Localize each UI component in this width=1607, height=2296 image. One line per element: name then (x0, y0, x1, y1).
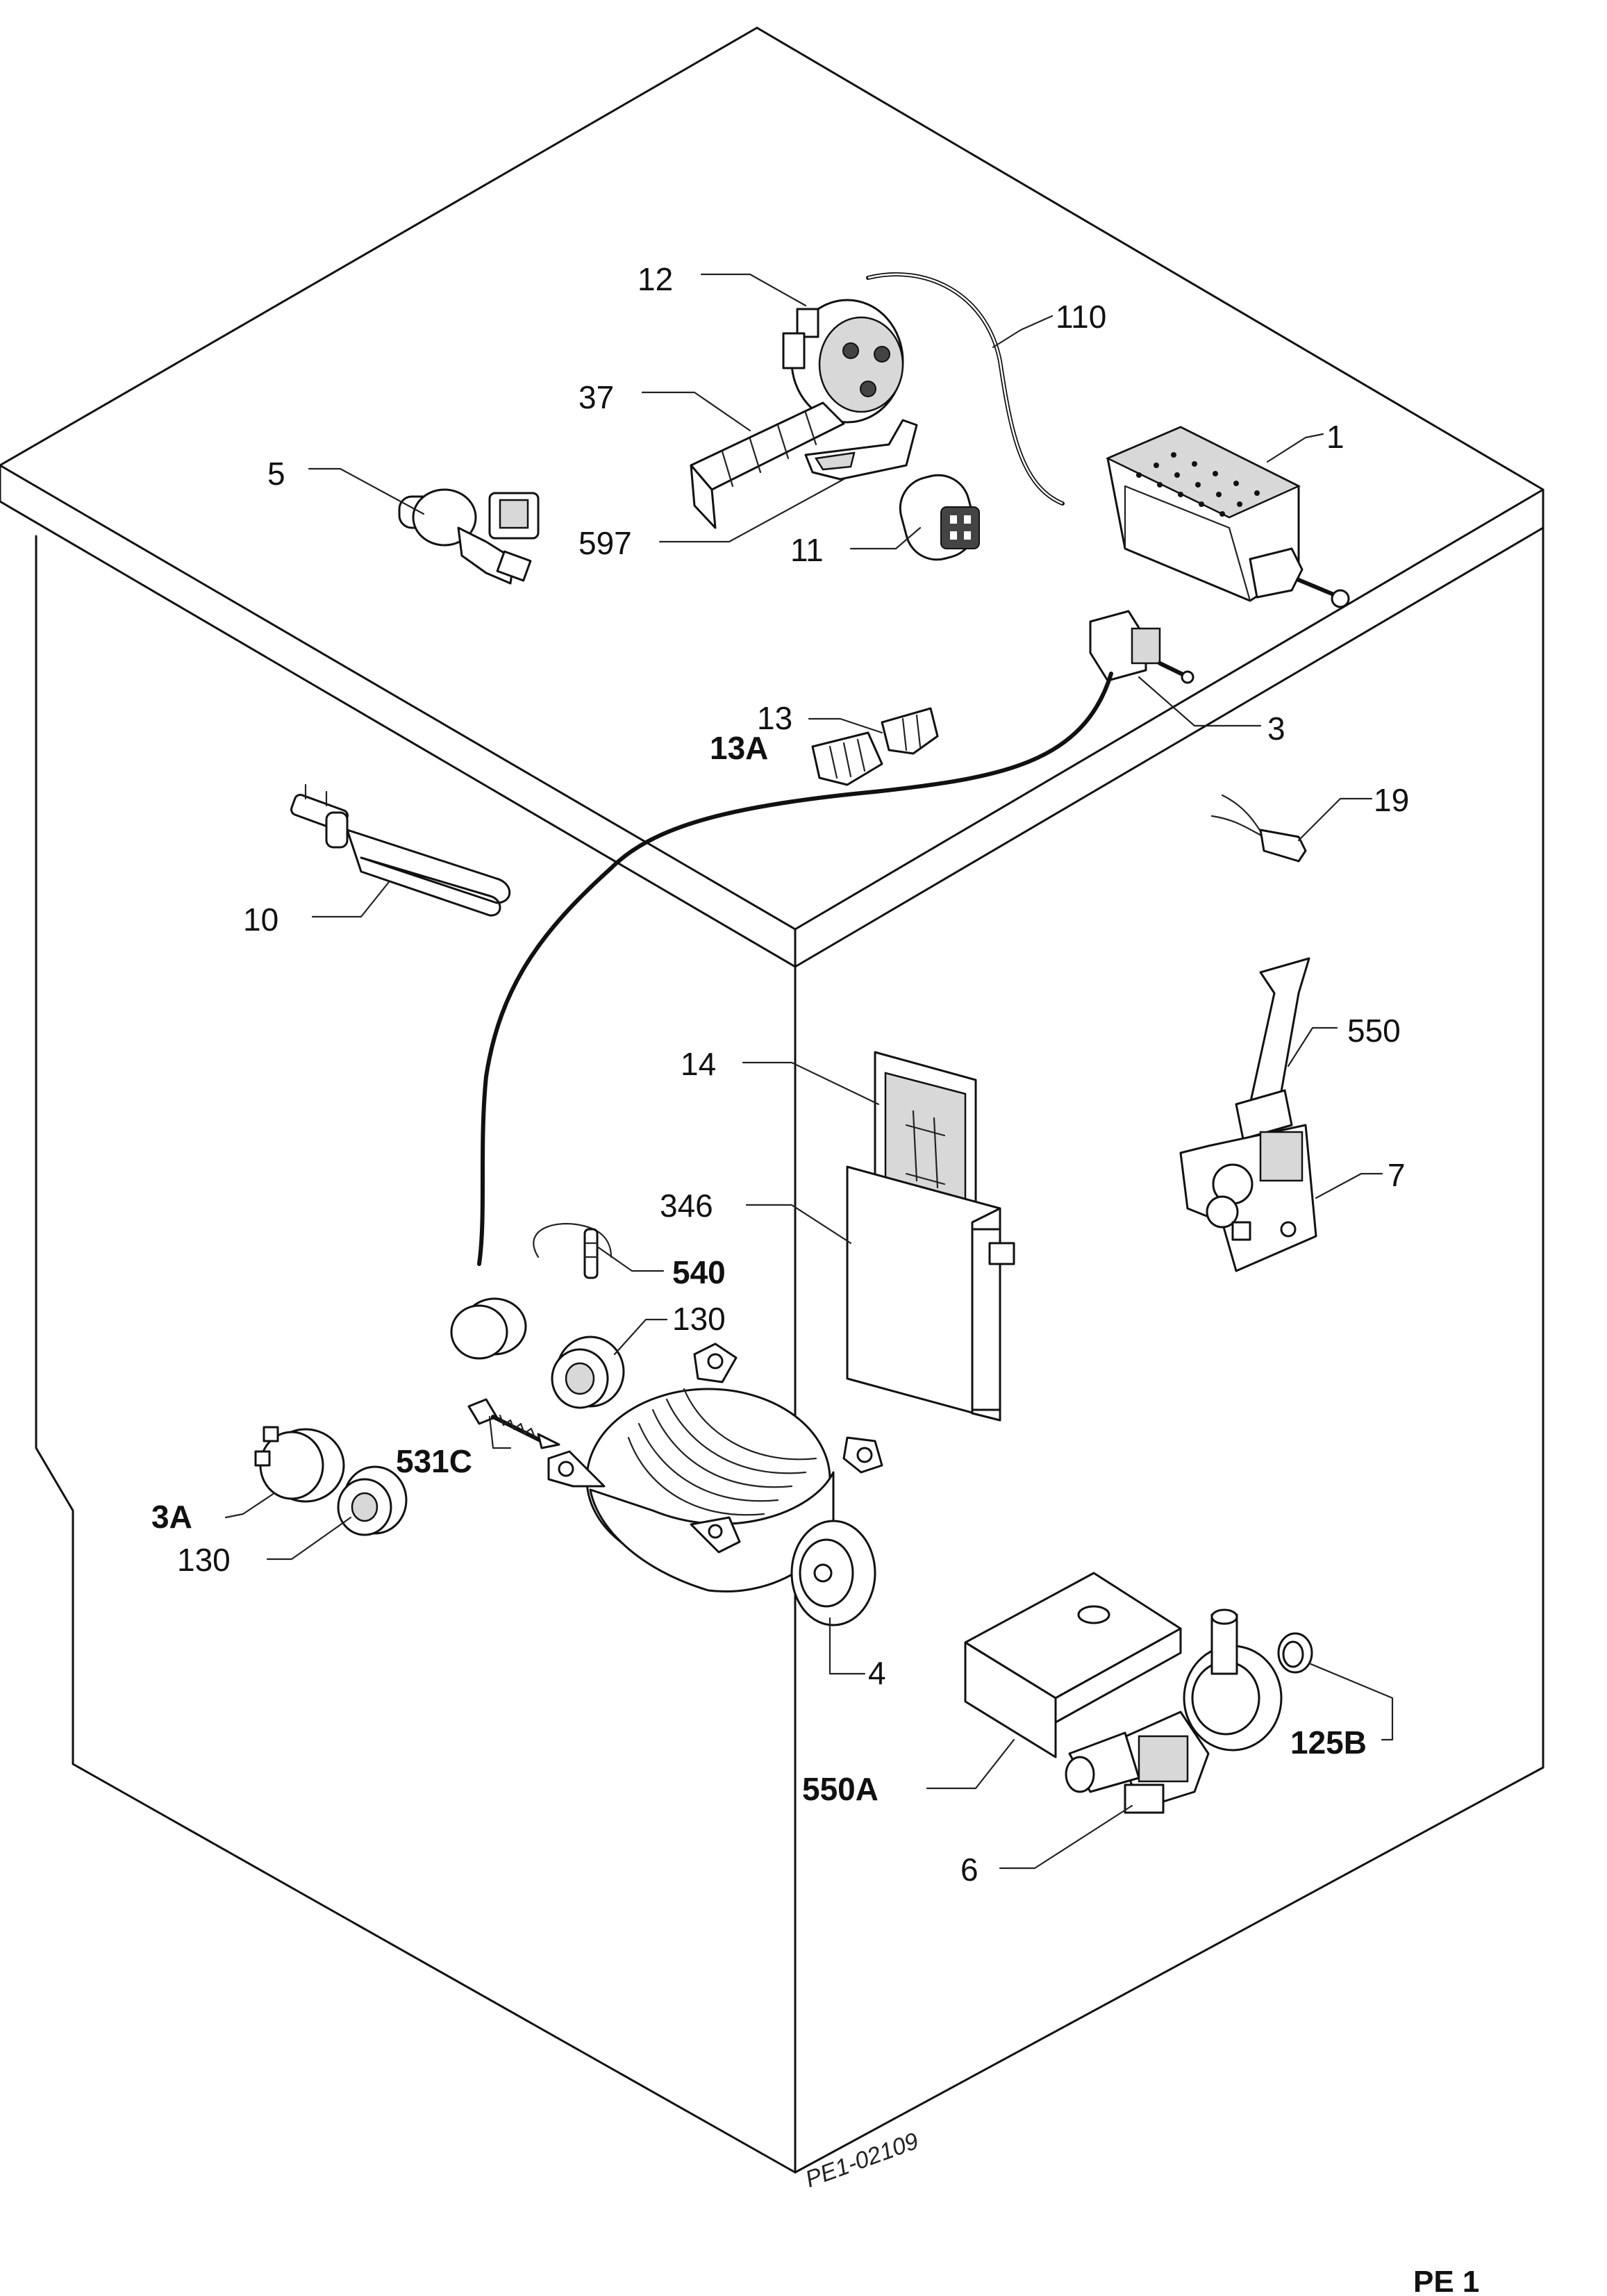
grommet-part-130-upper (551, 1336, 625, 1409)
label-130-lower: 130 (177, 1542, 231, 1578)
label-531c: 531C (396, 1443, 472, 1479)
sensor-part-3a (254, 1426, 345, 1503)
sensor-part-19 (1210, 794, 1307, 863)
label-597: 597 (578, 525, 632, 561)
door-lever-part-550 (1235, 957, 1310, 1140)
drawing-code: PE1-02109 (802, 2128, 922, 2193)
heating-element-part-10 (290, 783, 511, 917)
inlet-valve-part-5 (398, 488, 540, 585)
wire-clip-part-540 (533, 1222, 613, 1279)
page-reference: PE 1 (1413, 2265, 1479, 2296)
label-4: 4 (868, 1655, 886, 1691)
label-1: 1 (1326, 419, 1344, 455)
drain-pump-part-6 (1065, 1608, 1283, 1814)
motor-part-4 (547, 1342, 883, 1627)
label-125b: 125B (1290, 1724, 1367, 1761)
label-12: 12 (638, 261, 673, 297)
cabinet-outline (0, 26, 1544, 2174)
label-10: 10 (243, 901, 278, 938)
door-switch-part-3 (1089, 610, 1194, 684)
grommet-part-130-lower (337, 1465, 408, 1536)
pressure-switch-part-12 (782, 299, 904, 424)
screw-part-531c (467, 1398, 560, 1449)
label-3: 3 (1267, 710, 1285, 747)
connector-part-13a (811, 731, 883, 786)
label-5: 5 (267, 456, 285, 492)
label-540: 540 (672, 1254, 726, 1290)
label-110: 110 (1056, 299, 1106, 335)
part-labels: 12 110 37 5 597 11 1 3 13 13A 19 10 14 5… (151, 261, 1409, 1888)
label-550: 550 (1347, 1013, 1401, 1049)
foam-block-part-550a (964, 1572, 1182, 1758)
label-14: 14 (681, 1046, 716, 1082)
pressure-hose-part-110 (866, 272, 1065, 506)
label-7: 7 (1388, 1157, 1406, 1193)
drawer-housing-part-346 (846, 1165, 1015, 1422)
grommet-part-cable-end (450, 1297, 527, 1360)
timer-part-1 (1105, 426, 1350, 608)
capacitor-part-11 (899, 474, 980, 561)
connector-part-13 (881, 707, 939, 755)
label-346: 346 (660, 1188, 713, 1224)
label-130-upper: 130 (672, 1301, 726, 1337)
label-13: 13 (757, 700, 792, 736)
label-13a: 13A (710, 730, 768, 766)
ring-part-125b (1277, 1632, 1313, 1674)
terminal-block-part-37 (690, 401, 845, 529)
bracket-part-597 (804, 419, 918, 481)
label-6: 6 (960, 1852, 979, 1888)
label-37: 37 (578, 379, 614, 415)
label-19: 19 (1374, 782, 1409, 818)
label-3a: 3A (151, 1499, 192, 1535)
leader-lines (224, 273, 1394, 1870)
door-lock-part-7 (1179, 1124, 1317, 1272)
label-11: 11 (790, 532, 824, 568)
label-550a: 550A (802, 1771, 879, 1807)
switch-cable (477, 672, 1113, 1266)
